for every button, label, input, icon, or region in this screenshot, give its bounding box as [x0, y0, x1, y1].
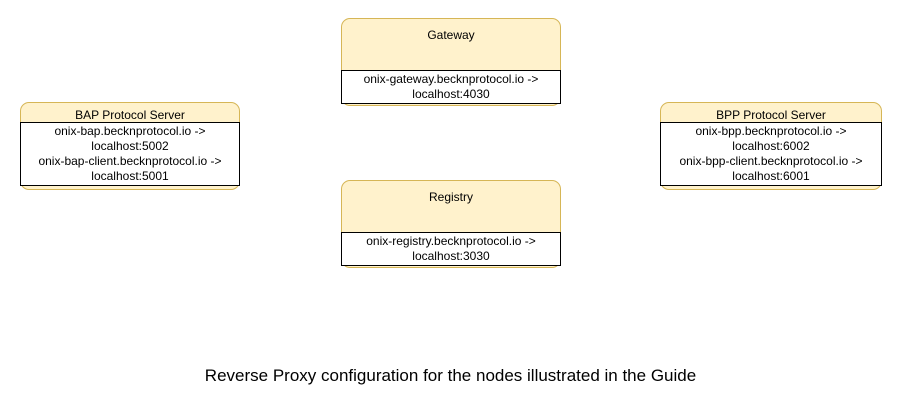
registry-node: Registry onix-registry.becknprotocol.io … [341, 180, 561, 268]
bap-mapping-line: localhost:5001 [91, 169, 169, 183]
bpp-mapping-line: onix-bpp-client.becknprotocol.io -> [679, 154, 863, 168]
registry-mapping-line: onix-registry.becknprotocol.io -> [366, 234, 536, 248]
bap-node-title: BAP Protocol Server [75, 108, 185, 122]
bap-protocol-server-node: BAP Protocol Server onix-bap.becknprotoc… [20, 102, 240, 190]
bpp-node-title: BPP Protocol Server [716, 108, 826, 122]
diagram-caption: Reverse Proxy configuration for the node… [204, 366, 697, 385]
gateway-mapping-line: onix-gateway.becknprotocol.io -> [363, 72, 539, 86]
bpp-mapping-line: localhost:6002 [732, 139, 810, 153]
gateway-mapping-box: onix-gateway.becknprotocol.io -> localho… [341, 70, 561, 104]
registry-mapping-line: localhost:3030 [412, 249, 490, 263]
bpp-mapping-line: onix-bpp.becknprotocol.io -> [695, 124, 847, 138]
bpp-mapping-line: localhost:6001 [732, 169, 810, 183]
gateway-node-title: Gateway [427, 28, 475, 42]
bap-mapping-line: onix-bap-client.becknprotocol.io -> [38, 154, 222, 168]
gateway-node: Gateway onix-gateway.becknprotocol.io ->… [341, 18, 561, 106]
bpp-protocol-server-node: BPP Protocol Server onix-bpp.becknprotoc… [660, 102, 882, 190]
bap-mapping-box: onix-bap.becknprotocol.io -> localhost:5… [20, 122, 240, 186]
registry-node-title: Registry [428, 190, 473, 204]
bap-mapping-line: onix-bap.becknprotocol.io -> [54, 124, 206, 138]
gateway-mapping-line: localhost:4030 [412, 87, 490, 101]
bap-mapping-line: localhost:5002 [91, 139, 169, 153]
registry-mapping-box: onix-registry.becknprotocol.io -> localh… [341, 232, 561, 266]
bpp-mapping-box: onix-bpp.becknprotocol.io -> localhost:6… [660, 122, 882, 186]
